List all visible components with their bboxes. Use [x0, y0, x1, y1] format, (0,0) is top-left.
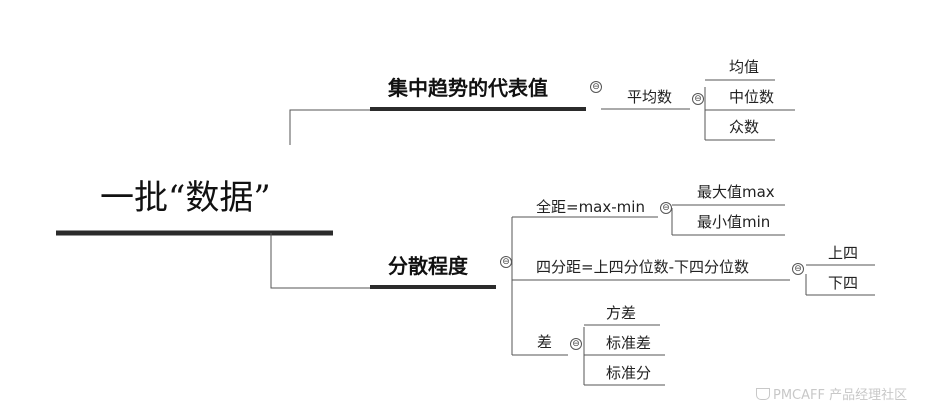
collapse-icon[interactable]: ⊖	[692, 93, 704, 105]
leaf-mean[interactable]: 均值	[729, 58, 760, 76]
leaf-median[interactable]: 中位数	[729, 88, 775, 106]
collapse-icon[interactable]: ⊖	[570, 338, 582, 350]
node-range[interactable]: 全距=max-min	[536, 198, 645, 216]
watermark: PMCAFF 产品经理社区	[756, 384, 907, 403]
collapse-icon[interactable]: ⊖	[500, 256, 512, 268]
watermark-text: 产品经理社区	[829, 388, 908, 403]
leaf-upper-quartile[interactable]: 上四	[828, 244, 859, 262]
branch-dispersion[interactable]: 分散程度	[388, 254, 468, 278]
collapse-icon[interactable]: ⊖	[590, 81, 602, 93]
node-interquartile-range[interactable]: 四分距=上四分位数-下四分位数	[536, 258, 749, 276]
leaf-max[interactable]: 最大值max	[697, 183, 775, 201]
root-node[interactable]: 一批“数据”	[100, 178, 271, 218]
leaf-mode[interactable]: 众数	[729, 118, 760, 136]
node-average[interactable]: 平均数	[627, 88, 673, 106]
collapse-icon[interactable]: ⊖	[792, 263, 804, 275]
leaf-standard-score[interactable]: 标准分	[606, 364, 652, 382]
collapse-icon[interactable]: ⊖	[660, 202, 672, 214]
leaf-lower-quartile[interactable]: 下四	[828, 274, 859, 292]
watermark-brand: PMCAFF	[773, 388, 825, 403]
leaf-variance[interactable]: 方差	[606, 304, 637, 322]
node-deviation[interactable]: 差	[537, 333, 553, 351]
leaf-min[interactable]: 最小值min	[697, 213, 771, 231]
leaf-standard-deviation[interactable]: 标准差	[606, 334, 652, 352]
branch-central-tendency[interactable]: 集中趋势的代表值	[388, 76, 548, 100]
coffee-cup-icon	[756, 388, 770, 400]
